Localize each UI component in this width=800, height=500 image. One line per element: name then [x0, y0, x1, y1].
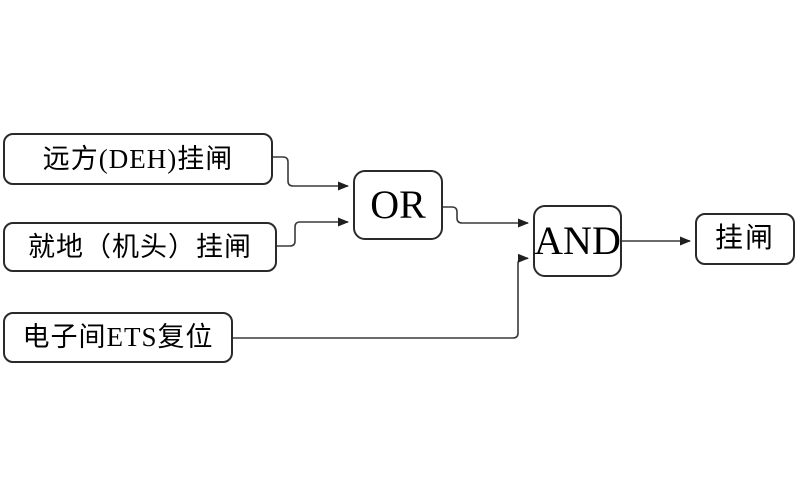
edge-input1-to-or [273, 156, 349, 191]
node-remote-deh-latch-label: 远方(DEH)挂闸 [42, 143, 234, 174]
node-electronics-room-ets-reset-label: 电子间ETS复位 [22, 322, 214, 352]
node-remote-deh-latch: 远方(DEH)挂闸 [3, 133, 273, 185]
node-local-head-latch-label: 就地（机头）挂闸 [28, 231, 252, 262]
or-gate-label: OR [370, 182, 426, 227]
edge-input3-to-and [233, 253, 529, 339]
edge-or-to-and [443, 206, 529, 228]
and-gate-label: AND [534, 218, 621, 263]
edge-input2-to-or [277, 217, 349, 247]
node-or-gate: OR [353, 170, 443, 240]
node-latch-output: 挂闸 [695, 213, 795, 265]
node-and-gate: AND [533, 205, 622, 277]
node-local-head-latch: 就地（机头）挂闸 [3, 222, 277, 272]
node-electronics-room-ets-reset: 电子间ETS复位 [3, 312, 233, 363]
node-latch-output-label: 挂闸 [714, 223, 775, 254]
